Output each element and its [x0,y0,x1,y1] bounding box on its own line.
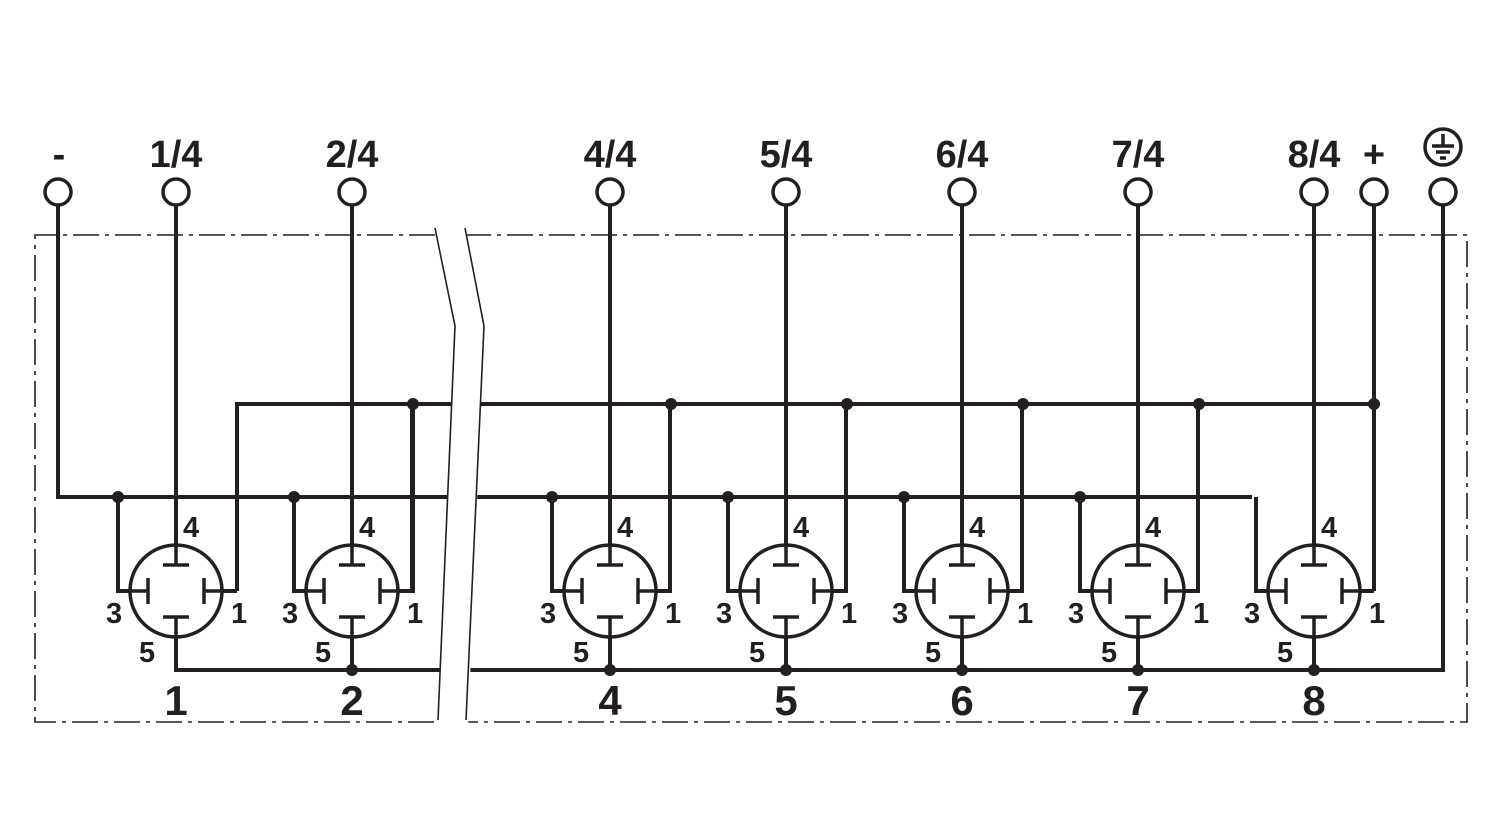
pin-number: 1 [665,598,681,630]
terminal-t6 [947,177,977,207]
terminal-label: 2/4 [326,134,379,176]
protective-earth-icon [1423,127,1463,167]
port-label: 1 [164,677,187,724]
pin-number: 4 [359,512,375,544]
pin-number: 4 [1145,512,1161,544]
terminals [43,127,1463,207]
pin-number: 3 [540,598,556,630]
port-label: 4 [598,677,622,724]
port-label: 7 [1126,677,1149,724]
plus-rail [235,402,1374,591]
junction-dot [407,398,419,410]
terminal-plus [1359,177,1389,207]
m12-sockets [128,543,1362,639]
plus-branch [1184,404,1200,593]
pin-number: 1 [1369,598,1385,630]
plus-branch [832,404,848,593]
junction-dot [780,664,792,676]
terminal-label: 7/4 [1112,134,1165,176]
terminal-pe [1428,177,1458,207]
pin-number: 3 [716,598,732,630]
pin-number: 5 [1101,637,1117,669]
pin-number: 4 [969,512,985,544]
terminal-label: + [1363,134,1385,176]
pin-number: 5 [749,637,765,669]
terminal-t8 [1299,177,1329,207]
housing-frame [34,234,1468,723]
pin-number: 3 [1068,598,1084,630]
junction-dot [1074,491,1086,503]
minus-branch [726,497,740,593]
port-label: 6 [950,677,973,724]
junction-dot [898,491,910,503]
plus-branch [656,404,672,593]
junction-dot [1193,398,1205,410]
pin-number: 3 [1244,598,1260,630]
break-edge-right [464,227,485,721]
break-mark [434,227,485,730]
pin-number: 5 [139,637,155,669]
port-label: 8 [1302,677,1325,724]
terminal-label: 6/4 [936,134,989,176]
pin-number: 5 [315,637,331,669]
minus-branch [1078,497,1092,593]
junction-dot [722,491,734,503]
junction-dot [1308,664,1320,676]
junction-dot [1368,398,1380,410]
break-edge-left [434,227,456,721]
terminal-label: - [53,134,66,176]
port-label: 5 [774,677,797,724]
pin-number: 3 [282,598,298,630]
minus-branch [550,497,564,593]
terminal-t1 [161,177,191,207]
terminal-label: 8/4 [1288,134,1341,176]
minus-branch [116,497,130,593]
terminal-label: 4/4 [584,134,637,176]
pin-number: 1 [231,598,247,630]
terminal-t2 [337,177,367,207]
junction-dot [665,398,677,410]
pin-number: 4 [793,512,809,544]
minus-branch [1254,497,1268,593]
pin-number: 5 [573,637,589,669]
terminal-minus [43,177,73,207]
wiring [56,205,1445,672]
terminal-t4 [595,177,625,207]
minus-rail [56,205,1252,499]
minus-branch [292,497,306,593]
junction-dot [346,664,358,676]
junction-dot [1017,398,1029,410]
junction-dot [1132,664,1144,676]
pin-number: 5 [1277,637,1293,669]
plus-branch [1008,404,1024,593]
pin-number: 3 [892,598,908,630]
terminal-label: 5/4 [760,134,813,176]
pin-number: 1 [407,598,423,630]
junction-dots [112,398,1380,676]
pin-number: 4 [617,512,633,544]
pin-number: 5 [925,637,941,669]
pin-number: 3 [106,598,122,630]
terminal-t5 [771,177,801,207]
pin-number: 1 [1017,598,1033,630]
junction-dot [841,398,853,410]
pin-number: 4 [1321,512,1337,544]
junction-dot [956,664,968,676]
plus-branch [398,404,415,593]
junction-dot [288,491,300,503]
terminal-t7 [1123,177,1153,207]
pin-number: 4 [183,512,199,544]
junction-dot [112,491,124,503]
junction-dot [604,664,616,676]
pin-number: 1 [841,598,857,630]
earth-ring [1423,127,1463,167]
junction-dot [546,491,558,503]
minus-branch [902,497,916,593]
terminal-label: 1/4 [150,134,203,176]
port-label: 2 [340,677,363,724]
pin-number: 1 [1193,598,1209,630]
